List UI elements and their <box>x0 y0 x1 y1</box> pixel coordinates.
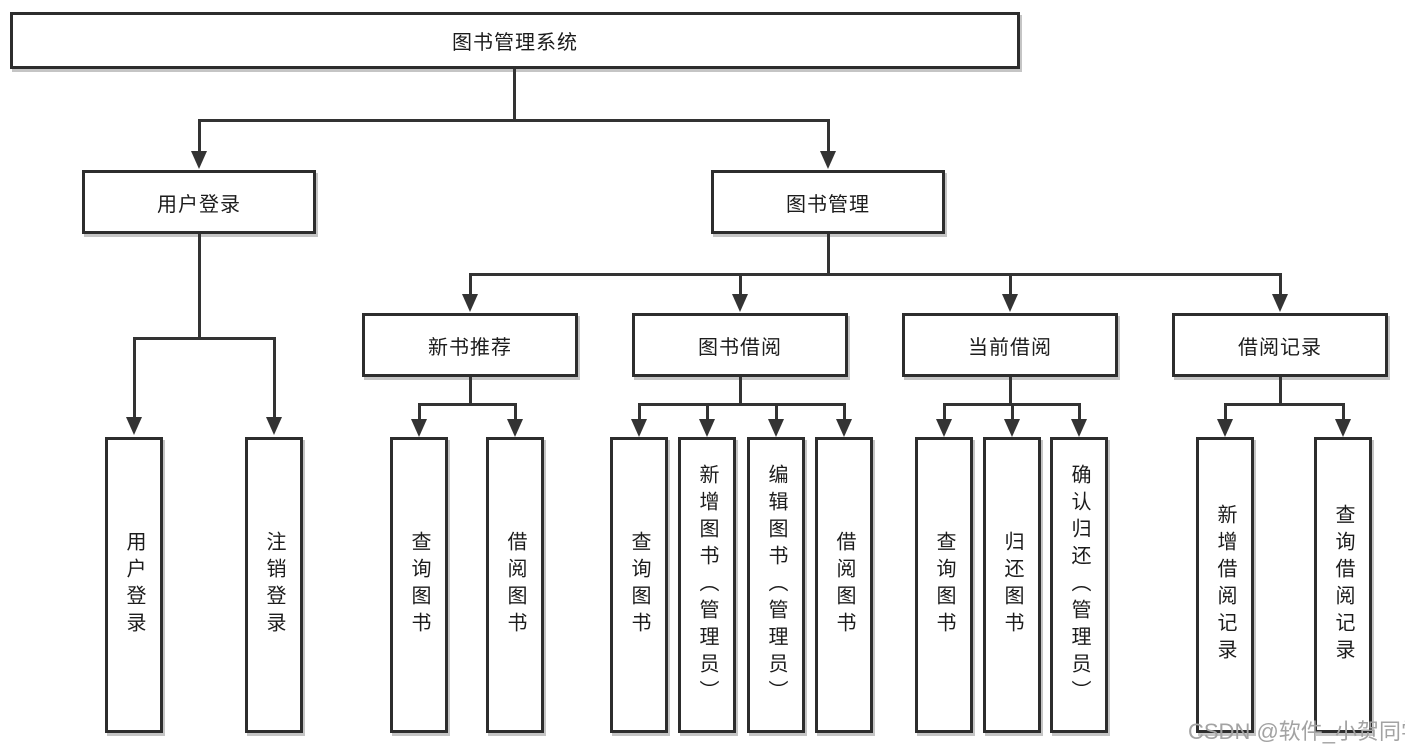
node-label: 借阅图书 <box>833 531 855 639</box>
arrowhead-down-icon <box>462 294 478 312</box>
leaf-edit-books-admin: 编辑图书（管理员） <box>747 437 805 733</box>
connector-shaft <box>706 403 709 421</box>
connector-book-management-stem <box>827 234 830 276</box>
node-label: 图书借阅 <box>698 336 782 359</box>
node-label: 查询借阅记录 <box>1332 504 1354 666</box>
csdn-watermark: CSDN @软件_小贺同学 <box>1188 719 1405 744</box>
connector-shaft <box>638 403 641 421</box>
node-current-borrowing: 当前借阅 <box>902 313 1118 377</box>
connector-root-stem <box>513 69 516 120</box>
node-new-book-recommendation: 新书推荐 <box>362 313 578 377</box>
leaf-add-books-admin: 新增图书（管理员） <box>678 437 736 733</box>
arrowhead-down-icon <box>1071 419 1087 437</box>
leaf-query-borrow-record: 查询借阅记录 <box>1314 437 1372 733</box>
arrowhead-down-icon <box>411 419 427 437</box>
node-label: 注销登录 <box>263 531 285 639</box>
connector-user-login-crossbar <box>133 337 276 340</box>
node-label: 用户登录 <box>123 531 145 639</box>
node-label: 新增图书（管理员） <box>696 463 718 707</box>
connector-book-borrow-stem <box>739 377 742 406</box>
node-borrowing-records: 借阅记录 <box>1172 313 1388 377</box>
connector-current-borrow-stem <box>1009 377 1012 406</box>
leaf-logout: 注销登录 <box>245 437 303 733</box>
node-label: 图书管理 <box>786 193 870 216</box>
arrowhead-down-icon <box>699 419 715 437</box>
node-label: 图书管理系统 <box>452 32 578 54</box>
node-book-management: 图书管理 <box>711 170 945 234</box>
connector-book-management-crossbar <box>469 273 1282 276</box>
connector-borrow-record-stem <box>1279 377 1282 406</box>
connector-book-borrow-crossbar <box>638 403 846 406</box>
leaf-confirm-return-admin: 确认归还（管理员） <box>1050 437 1108 733</box>
leaf-query-books-borrowing: 查询图书 <box>610 437 668 733</box>
leaf-borrow-books-recommend: 借阅图书 <box>486 437 544 733</box>
connector-new-book-crossbar <box>418 403 517 406</box>
arrowhead-down-icon <box>936 419 952 437</box>
leaf-return-books: 归还图书 <box>983 437 1041 733</box>
connector-user-login-stem <box>198 234 201 339</box>
connector-shaft <box>514 403 517 421</box>
arrowhead-down-icon <box>1004 419 1020 437</box>
node-label: 用户登录 <box>157 193 241 216</box>
connector-shaft-leaf-logout <box>273 337 276 419</box>
arrowhead-down-icon <box>507 419 523 437</box>
arrowhead-down-icon <box>1002 294 1018 312</box>
arrowhead-down-icon <box>266 417 282 435</box>
node-label: 查询图书 <box>408 531 430 639</box>
connector-root-crossbar <box>198 119 830 122</box>
connector-shaft-new-book <box>469 273 472 297</box>
arrowhead-down-icon <box>1335 419 1351 437</box>
connector-shaft <box>775 403 778 421</box>
node-label: 新书推荐 <box>428 336 512 359</box>
node-label: 查询图书 <box>933 531 955 639</box>
node-library-management-system: 图书管理系统 <box>10 12 1020 69</box>
leaf-query-books-recommend: 查询图书 <box>390 437 448 733</box>
connector-shaft-user-login <box>198 119 201 153</box>
connector-shaft-current-borrow <box>1009 273 1012 297</box>
arrowhead-down-icon <box>768 419 784 437</box>
leaf-query-books-current: 查询图书 <box>915 437 973 733</box>
connector-shaft-borrow-record <box>1279 273 1282 297</box>
node-book-borrowing: 图书借阅 <box>632 313 848 377</box>
connector-shaft-book-borrow <box>739 273 742 297</box>
node-label: 确认归还（管理员） <box>1068 463 1090 707</box>
arrowhead-down-icon <box>820 151 836 169</box>
connector-shaft-leaf-user-login <box>133 337 136 419</box>
arrowhead-down-icon <box>732 294 748 312</box>
connector-shaft-book-management <box>827 119 830 153</box>
arrowhead-down-icon <box>836 419 852 437</box>
connector-shaft <box>1342 403 1345 421</box>
node-label: 借阅图书 <box>504 531 526 639</box>
node-label: 借阅记录 <box>1238 336 1322 359</box>
arrowhead-down-icon <box>191 151 207 169</box>
connector-shaft <box>1011 403 1014 421</box>
arrowhead-down-icon <box>631 419 647 437</box>
arrowhead-down-icon <box>1217 419 1233 437</box>
connector-new-book-stem <box>469 377 472 406</box>
connector-shaft <box>418 403 421 421</box>
connector-borrow-record-crossbar <box>1224 403 1345 406</box>
node-label: 归还图书 <box>1001 531 1023 639</box>
node-label: 查询图书 <box>628 531 650 639</box>
connector-shaft <box>943 403 946 421</box>
node-user-login: 用户登录 <box>82 170 316 234</box>
leaf-add-borrow-record: 新增借阅记录 <box>1196 437 1254 733</box>
node-label: 当前借阅 <box>968 336 1052 359</box>
node-label: 编辑图书（管理员） <box>765 463 787 707</box>
connector-shaft <box>1078 403 1081 421</box>
connector-shaft <box>843 403 846 421</box>
node-label: 新增借阅记录 <box>1214 504 1236 666</box>
connector-shaft <box>1224 403 1227 421</box>
leaf-borrow-books: 借阅图书 <box>815 437 873 733</box>
arrowhead-down-icon <box>126 417 142 435</box>
arrowhead-down-icon <box>1272 294 1288 312</box>
leaf-user-login: 用户登录 <box>105 437 163 733</box>
